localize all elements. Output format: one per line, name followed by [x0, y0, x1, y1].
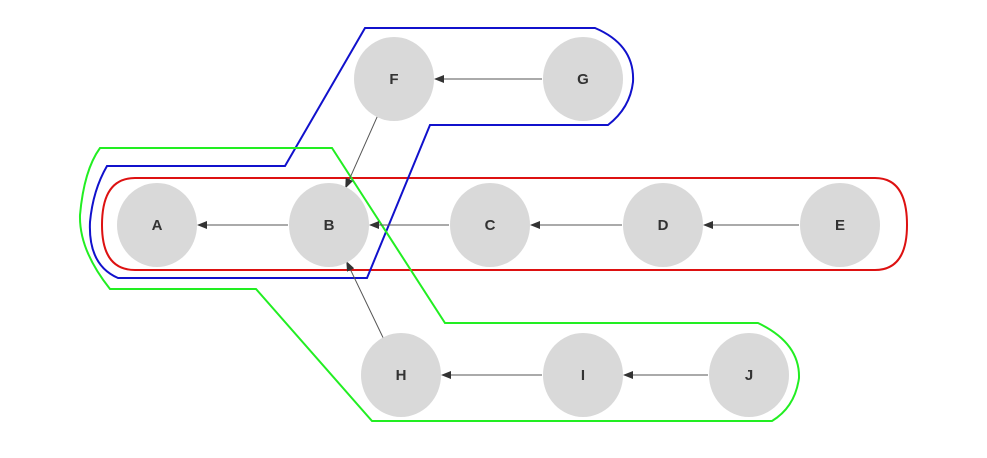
node-E[interactable]: E	[800, 183, 880, 267]
edge-H-B	[346, 261, 384, 339]
node-label: D	[658, 217, 669, 234]
node-A[interactable]: A	[117, 183, 197, 267]
node-circle	[623, 183, 703, 267]
node-D[interactable]: D	[623, 183, 703, 267]
node-circle	[800, 183, 880, 267]
node-F[interactable]: F	[354, 37, 434, 121]
group-outline-blue	[88, 27, 635, 279]
node-label: A	[152, 217, 163, 234]
node-I[interactable]: I	[543, 333, 623, 417]
node-label: J	[745, 367, 753, 384]
node-label: H	[396, 367, 407, 384]
node-label: B	[324, 217, 335, 234]
node-circle	[354, 37, 434, 121]
node-label: F	[389, 71, 398, 88]
nodes-layer: A B C D E F G H I J	[117, 37, 880, 417]
node-label: G	[577, 71, 589, 88]
node-circle	[709, 333, 789, 417]
edge-F-B	[345, 116, 378, 189]
node-circle	[117, 183, 197, 267]
node-circle	[543, 333, 623, 417]
group-outline-red	[100, 177, 909, 271]
edges-layer	[197, 75, 799, 379]
node-label: I	[581, 367, 585, 384]
group-outline-green	[78, 147, 801, 422]
node-label: E	[835, 217, 845, 234]
node-C[interactable]: C	[450, 183, 530, 267]
node-H[interactable]: H	[361, 333, 441, 417]
node-J[interactable]: J	[709, 333, 789, 417]
node-circle	[450, 183, 530, 267]
node-circle	[289, 183, 369, 267]
node-G[interactable]: G	[543, 37, 623, 121]
node-label: C	[485, 217, 496, 234]
node-circle	[361, 333, 441, 417]
node-B[interactable]: B	[289, 183, 369, 267]
node-circle	[543, 37, 623, 121]
